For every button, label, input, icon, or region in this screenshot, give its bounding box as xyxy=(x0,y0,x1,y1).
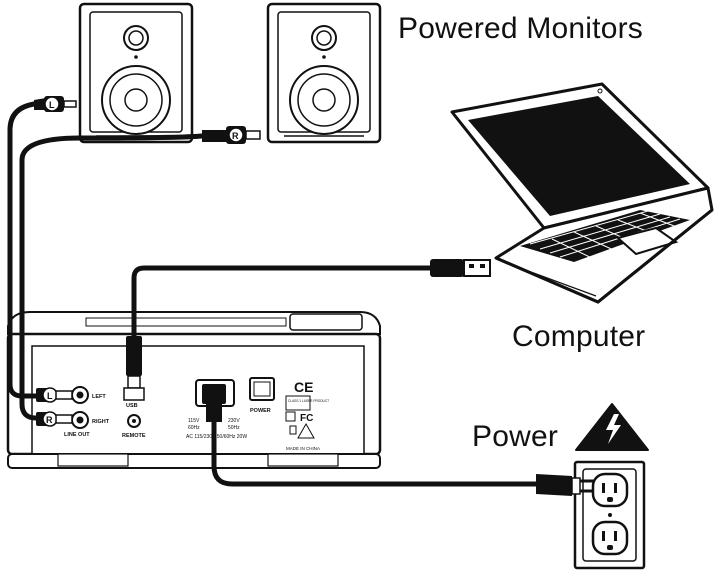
rca-plug-right-bottom: R xyxy=(36,411,73,427)
rca-plug-left-top: L xyxy=(34,96,77,112)
class-label: CLASS 1 LASER PRODUCT xyxy=(288,399,329,403)
usb-label: USB xyxy=(126,403,138,409)
voltage-115-label: 115V xyxy=(188,418,200,424)
freq-60-label: 60Hz xyxy=(188,425,200,431)
left-jack-label: LEFT xyxy=(92,394,106,400)
computer-label: Computer xyxy=(512,320,646,353)
power-rating-label: AC 115/230V 50/60Hz 20W xyxy=(186,434,247,440)
mains-plug xyxy=(536,474,594,496)
right-plug-letter: R xyxy=(232,131,239,141)
left-plug-letter: L xyxy=(49,100,55,110)
fc-mark: FC xyxy=(300,413,313,424)
usb-b-plug xyxy=(123,336,145,401)
iec-power-plug xyxy=(202,384,226,422)
usb-a-plug xyxy=(430,259,491,277)
powered-monitors-label: Powered Monitors xyxy=(398,12,643,45)
freq-50-label: 50Hz xyxy=(228,425,240,431)
right-jack-label: RIGHT xyxy=(92,419,110,425)
rca-plug-left-bottom: L xyxy=(36,387,73,403)
power-switch-label: POWER xyxy=(250,408,271,414)
main-unit: LEFT RIGHT LINE OUT USB REMOTE POWER 115… xyxy=(6,311,382,469)
right-monitor xyxy=(266,2,382,144)
remote-label: REMOTE xyxy=(122,433,146,439)
voltage-230-label: 230V xyxy=(228,418,240,424)
laptop xyxy=(450,82,714,304)
ce-mark: CE xyxy=(294,379,313,395)
power-label: Power xyxy=(472,420,559,453)
high-voltage-warning-icon xyxy=(575,403,649,451)
wall-outlet xyxy=(573,460,646,570)
cables xyxy=(7,101,543,487)
line-out-label: LINE OUT xyxy=(64,432,90,438)
left-monitor xyxy=(78,2,194,144)
right-plug-letter-bottom: R xyxy=(46,415,53,425)
left-plug-letter-bottom: L xyxy=(47,391,53,401)
made-in-label: MADE IN CHINA xyxy=(286,446,320,451)
rca-plug-right-top: R xyxy=(202,126,261,144)
